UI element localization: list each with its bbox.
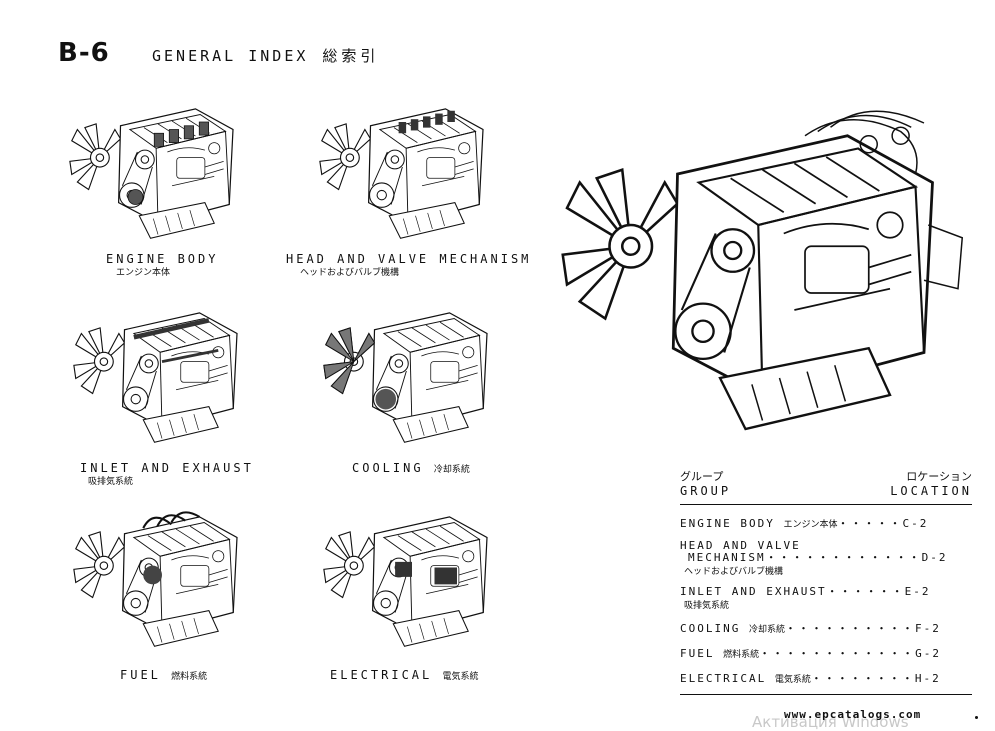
electrical-caption-en: ELECTRICAL <box>330 668 433 682</box>
corner-dot <box>975 716 978 719</box>
index-header-en: GROUP LOCATION <box>680 484 972 498</box>
cooling-caption-jp: 冷却系統 <box>433 465 470 475</box>
page-id: B-6 <box>58 38 110 68</box>
inlet-exhaust-illustration <box>62 296 262 446</box>
location-jp: ロケーション <box>906 470 972 483</box>
cooling-caption: COOLING 冷却系統 <box>352 461 470 475</box>
group-jp: グループ <box>680 470 724 483</box>
title-jp: 総索引 <box>322 47 380 65</box>
fuel-caption-en: FUEL <box>120 668 161 682</box>
head-valve-caption: HEAD AND VALVE MECHANISM <box>286 252 532 266</box>
electrical-caption-jp: 電気系統 <box>442 672 479 682</box>
inlet-exhaust-caption: INLET AND EXHAUST <box>80 461 254 475</box>
fuel-caption-jp: 燃料系統 <box>171 672 208 682</box>
engine-body-illustration <box>58 92 258 242</box>
index-bottom-rule <box>680 694 972 695</box>
head-valve-caption-jp: ヘッドおよびバルブ機構 <box>300 268 400 278</box>
index-row-electrical[interactable]: ELECTRICAL 電気系統・・・・・・・・H-2 <box>680 672 941 685</box>
cooling-illustration <box>312 296 512 446</box>
inlet-exhaust-caption-jp: 吸排気系統 <box>88 477 134 487</box>
electrical-illustration <box>312 500 512 650</box>
index-row-engine-body[interactable]: ENGINE BODY エンジン本体・・・・・C-2 <box>680 517 929 530</box>
engine-body-caption: ENGINE BODY <box>106 252 219 266</box>
index-row-head-valve[interactable]: HEAD AND VALVE MECHANISM・・・・・・・・・・・・D-2 … <box>680 539 948 578</box>
windows-activation-watermark: Активация Windows <box>752 713 909 731</box>
page-title: GENERAL INDEX 総索引 <box>152 45 379 66</box>
index-row-cooling[interactable]: COOLING 冷却系統・・・・・・・・・・F-2 <box>680 622 941 635</box>
source-url[interactable]: www.epcatalogs.com <box>784 708 922 721</box>
group-en: GROUP <box>680 484 732 498</box>
engine-main-illustration <box>550 80 975 455</box>
index-row-fuel[interactable]: FUEL 燃料系統・・・・・・・・・・・・G-2 <box>680 647 942 660</box>
location-en: LOCATION <box>890 484 972 498</box>
index-table: グループ ロケーション GROUP LOCATION ENGINE BODY エ… <box>680 468 972 695</box>
engine-body-caption-jp: エンジン本体 <box>116 268 171 278</box>
head-valve-illustration <box>308 92 508 242</box>
cooling-caption-en: COOLING <box>352 461 424 475</box>
title-en: GENERAL INDEX <box>152 47 309 65</box>
fuel-illustration <box>62 500 262 650</box>
index-header-jp: グループ ロケーション <box>680 468 972 484</box>
index-header-rule <box>680 504 972 505</box>
electrical-caption: ELECTRICAL 電気系統 <box>330 668 479 682</box>
index-row-inlet-exhaust[interactable]: INLET AND EXHAUST・・・・・・E-2 吸排気系統 <box>680 585 931 612</box>
fuel-caption: FUEL 燃料系統 <box>120 668 207 682</box>
